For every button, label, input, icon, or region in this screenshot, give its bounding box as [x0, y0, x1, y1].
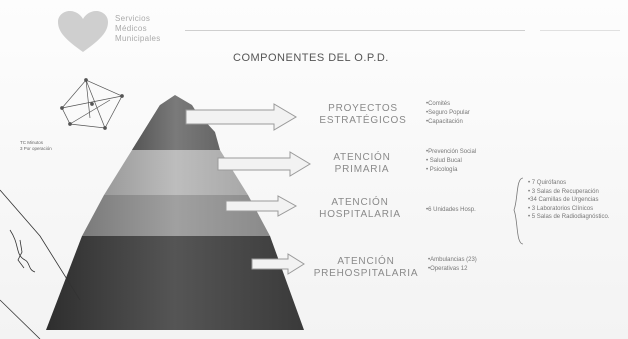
pyramid-tier-strategic-peak	[132, 95, 220, 150]
org-line: Médicos	[115, 24, 147, 33]
network-sketch-icon	[60, 78, 124, 130]
org-name: Servicios Médicos Municipales	[115, 14, 161, 44]
bullet-item: •6 Unidades Hosp.	[426, 207, 476, 213]
detail-item: • 3 Laboratorios Clínicos	[528, 205, 594, 212]
label-line: ATENCIÓN	[331, 197, 389, 208]
label-line: ATENCIÓN	[333, 152, 391, 163]
label-line: PREHOSPITALARIA	[313, 268, 419, 279]
page-title: COMPONENTES DEL O.P.D.	[233, 52, 389, 64]
detail-item: • 7 Quirófanos	[528, 180, 567, 186]
bullets-strategic: •Comités •Seguro Popular •Capacitación	[426, 100, 470, 127]
header-rule-short	[540, 30, 620, 31]
arrow-icon	[217, 151, 311, 177]
heart-logo-icon	[58, 11, 108, 52]
bullet-item: • Psicología	[426, 167, 458, 173]
label-strategic-projects: PROYECTOS ESTRATÉGICOS	[308, 103, 418, 127]
detail-item: • 5 Salas de Radiodiagnóstico.	[528, 214, 610, 220]
bullet-item: •Operativas 12	[428, 266, 468, 272]
label-line: ESTRATÉGICOS	[319, 115, 407, 126]
pyramid-tier-hospital	[82, 195, 270, 236]
header-rule	[185, 30, 525, 31]
label-prehospital-care: ATENCIÓN PREHOSPITALARIA	[304, 256, 428, 280]
side-note-line: TC Minutos	[20, 140, 44, 145]
detail-item: •34 Camillas de Urgencias	[528, 197, 599, 203]
detail-item: • 3 Salas de Recuperación	[528, 188, 599, 195]
bullets-primary: •Prevención Social • Salud Bucal • Psico…	[426, 148, 476, 175]
bullet-item: •Comités	[426, 101, 451, 107]
arrow-icon	[225, 195, 298, 217]
label-primary-care: ATENCIÓN PRIMARIA	[314, 152, 410, 176]
arrow-icon	[185, 103, 297, 131]
bullets-prehospital: •Ambulancias (23) •Operativas 12	[428, 256, 477, 274]
bullet-item: • Salud Bucal	[426, 158, 462, 164]
label-line: PRIMARIA	[334, 164, 390, 175]
brace-icon	[513, 177, 524, 245]
pyramid-tier-prehospital	[46, 236, 304, 330]
bullet-item: •Ambulancias (23)	[428, 257, 477, 263]
arrow-icon	[251, 253, 305, 275]
org-line: Municipales	[115, 34, 161, 43]
label-line: ATENCIÓN	[337, 256, 395, 267]
label-line: HOSPITALARIA	[319, 209, 401, 220]
bullet-item: •Prevención Social	[426, 149, 477, 155]
hospital-details-list: • 7 Quirófanos • 3 Salas de Recuperación…	[528, 180, 624, 223]
org-line: Servicios	[115, 14, 151, 23]
bullets-hospital: •6 Unidades Hosp.	[426, 206, 476, 215]
label-hospital-care: ATENCIÓN HOSPITALARIA	[302, 197, 418, 221]
pyramid-tier-primary	[104, 150, 248, 195]
side-note-line: 3 Por operación	[20, 146, 52, 151]
bullet-item: •Seguro Popular	[426, 110, 470, 116]
label-line: PROYECTOS	[328, 103, 398, 114]
bullet-item: •Capacitación	[426, 119, 463, 125]
side-note: TC Minutos 3 Por operación	[20, 140, 52, 152]
scribble-decoration	[0, 189, 81, 339]
